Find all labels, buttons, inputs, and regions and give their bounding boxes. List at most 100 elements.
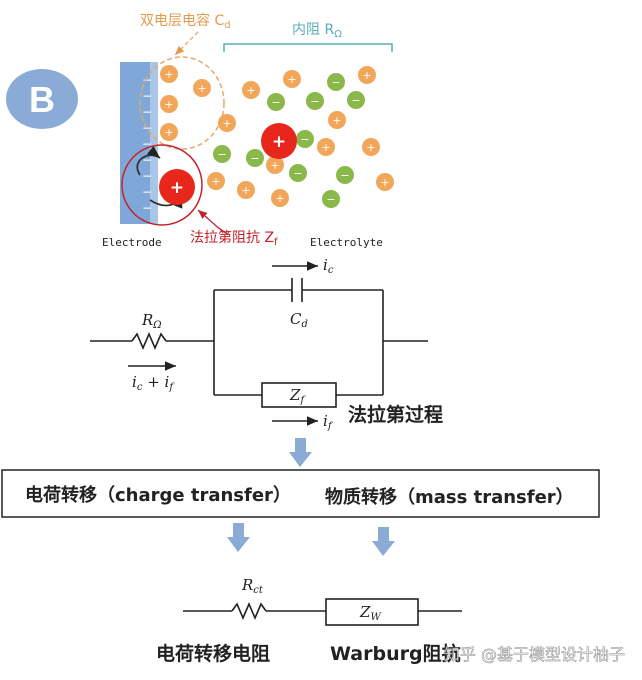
warburg-label: Warburg阻抗 xyxy=(330,642,461,665)
svg-text:−: − xyxy=(310,95,319,108)
if-label: if xyxy=(323,412,334,432)
svg-text:−: − xyxy=(271,96,280,109)
svg-text:−: − xyxy=(142,153,152,167)
svg-text:−: − xyxy=(142,137,152,151)
charge-transfer-resistance-label: 电荷转移电阻 xyxy=(156,642,270,665)
ion-orange-14: + xyxy=(237,181,255,199)
faradaic-outline xyxy=(121,144,203,226)
svg-text:−: − xyxy=(300,133,309,146)
ion-green-07: − xyxy=(296,130,314,148)
zf-label: Zf xyxy=(289,386,306,406)
down-arrow-3 xyxy=(372,527,395,556)
circuit2-labels: Rct ZW xyxy=(241,576,381,623)
svg-text:−: − xyxy=(326,193,335,206)
r-omega-label: RΩ xyxy=(141,311,162,331)
ion-orange-03: + xyxy=(160,123,178,141)
ion-orange-04: + xyxy=(193,79,211,97)
svg-text:+: + xyxy=(270,159,279,172)
svg-text:+: + xyxy=(380,176,389,189)
electrode-minus-signs: −−− −−− −−− xyxy=(142,73,152,215)
ion-orange-01: + xyxy=(160,65,178,83)
faradaic-process-label: 法拉第过程 xyxy=(348,403,443,426)
svg-text:+: + xyxy=(287,73,296,86)
ion-orange-09: + xyxy=(328,111,346,129)
ion-green-02: − xyxy=(306,92,324,110)
svg-text:内阻 RΩ: 内阻 RΩ xyxy=(292,22,342,40)
zw-label: ZW xyxy=(359,603,381,623)
ion-orange-02: + xyxy=(160,95,178,113)
ion-orange-07: + xyxy=(358,66,376,84)
ion-green-06: − xyxy=(246,149,264,167)
ion-green-01: − xyxy=(267,93,285,111)
ion-orange-08: + xyxy=(218,114,236,132)
svg-text:+: + xyxy=(164,68,173,81)
ion-orange-05: + xyxy=(242,81,260,99)
svg-text:+: + xyxy=(275,192,284,205)
down-arrow-2 xyxy=(227,523,250,552)
double-layer-label: 双电层电容 C xyxy=(140,12,224,29)
ion-orange-12: + xyxy=(266,156,284,174)
svg-text:−: − xyxy=(351,94,360,107)
svg-text:+: + xyxy=(366,141,375,154)
ion-green-08: − xyxy=(289,164,307,182)
svg-text:−: − xyxy=(142,105,152,119)
double-layer-outline xyxy=(139,56,225,150)
ion-green-09: − xyxy=(336,166,354,184)
ion-green-05: − xyxy=(213,145,231,163)
svg-text:法拉第阻抗 Zf: 法拉第阻抗 Zf xyxy=(190,229,278,248)
electrolyte-label: Electrolyte xyxy=(310,236,383,249)
internal-resistance-bracket xyxy=(223,43,393,52)
mass-transfer-label: 物质转移（mass transfer） xyxy=(325,486,574,508)
ic-label: ic xyxy=(323,256,334,276)
ion-red-large-02: + xyxy=(159,169,195,205)
ion-orange-13: + xyxy=(207,172,225,190)
circuit1-labels: RΩ Cd Zf ic if ic + if xyxy=(132,256,334,432)
svg-text:−: − xyxy=(331,76,340,89)
equivalent-circuit-1 xyxy=(90,261,428,426)
svg-text:+: + xyxy=(164,126,173,139)
svg-text:+: + xyxy=(362,69,371,82)
down-arrow-1 xyxy=(289,438,312,467)
svg-text:−: − xyxy=(250,152,259,165)
svg-text:双电层电容 Cd: 双电层电容 Cd xyxy=(140,12,231,31)
resistor-r-omega xyxy=(131,331,167,351)
svg-text:−: − xyxy=(340,169,349,182)
svg-text:−: − xyxy=(142,73,152,87)
charge-transfer-label: 电荷转移（charge transfer） xyxy=(25,484,291,506)
svg-text:−: − xyxy=(142,89,152,103)
ion-orange-11: + xyxy=(362,138,380,156)
ion-green-10: − xyxy=(322,190,340,208)
svg-text:−: − xyxy=(293,167,302,180)
svg-text:+: + xyxy=(211,175,220,188)
svg-text:+: + xyxy=(272,132,286,152)
badge: B xyxy=(6,69,78,129)
internal-resistance-label: 内阻 R xyxy=(292,22,334,38)
svg-text:+: + xyxy=(332,114,341,127)
ion-orange-16: + xyxy=(376,173,394,191)
zw-box xyxy=(325,598,419,626)
svg-text:−: − xyxy=(142,121,152,135)
svg-text:+: + xyxy=(164,98,173,111)
electrode-label: Electrode xyxy=(102,236,162,249)
faradaic-label: 法拉第阻抗 Z xyxy=(190,229,274,246)
svg-text:−: − xyxy=(217,148,226,161)
ion-orange-10: + xyxy=(317,138,335,156)
svg-text:+: + xyxy=(170,178,184,198)
watermark: 知乎 @基于模型设计柚子 xyxy=(444,645,625,664)
rct-label: Rct xyxy=(241,576,264,596)
double-layer-illustration: −−− −−− −−− 双电层电容 Cd 内阻 RΩ Electrode Ele… xyxy=(102,12,394,249)
ion-green-03: − xyxy=(327,73,345,91)
ion-orange-15: + xyxy=(271,189,289,207)
badge-letter: B xyxy=(29,79,55,120)
svg-text:−: − xyxy=(142,185,152,199)
equivalent-circuit-2 xyxy=(183,598,462,626)
resistor-rct xyxy=(231,601,267,621)
svg-text:+: + xyxy=(246,84,255,97)
ic-plus-if-label: ic + if xyxy=(132,373,175,393)
svg-text:+: + xyxy=(321,141,330,154)
svg-text:+: + xyxy=(197,82,206,95)
cd-label: Cd xyxy=(290,310,308,330)
ion-green-04: − xyxy=(347,91,365,109)
svg-text:+: + xyxy=(222,117,231,130)
